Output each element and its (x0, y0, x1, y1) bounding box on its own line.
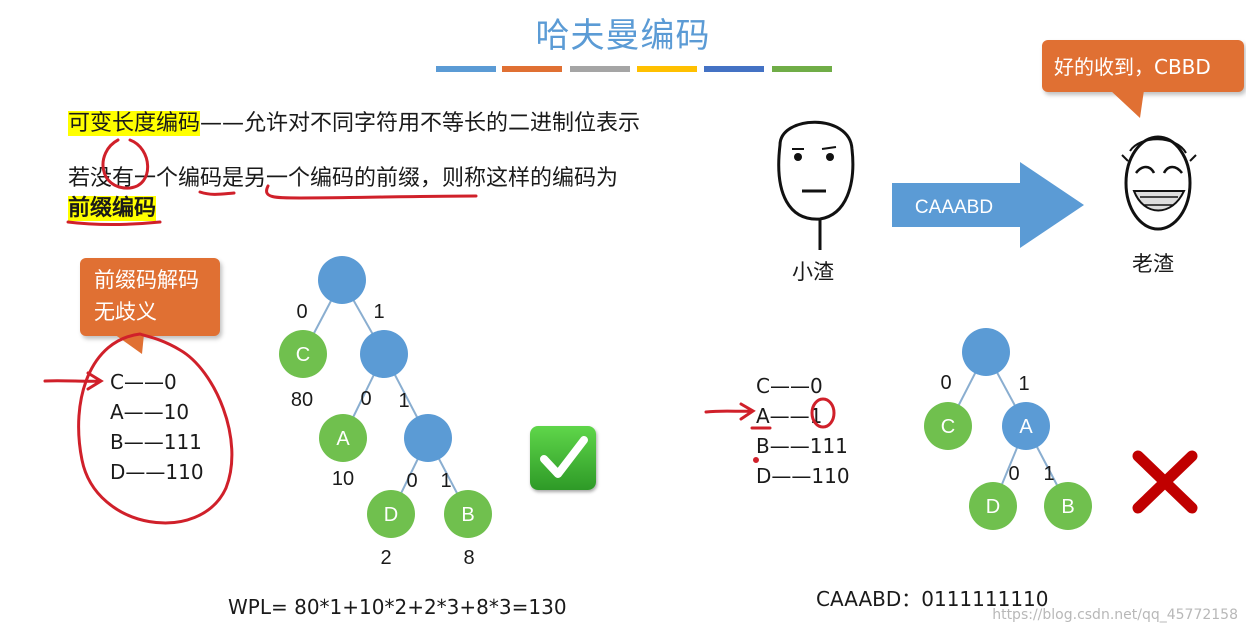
tree-node-root (318, 256, 366, 304)
tree-node-internal (360, 330, 408, 378)
edge-label: 1 (1018, 373, 1029, 395)
weight-label: 10 (332, 468, 354, 490)
weight-label: 80 (291, 389, 313, 411)
definition-text: ——允许对不同字符用不等长的二进制位表示 (200, 111, 641, 136)
wpl-formula: WPL= 80*1+10*2+2*3+8*3=130 (228, 595, 567, 619)
tree-leaf-b (1044, 482, 1092, 530)
leaf-label: C (296, 344, 310, 366)
watermark: https://blog.csdn.net/qq_45772158 (992, 607, 1238, 623)
annotation-circle-one (810, 397, 836, 429)
receiver-label: 老渣 (1132, 252, 1174, 276)
title-bar-orange (502, 66, 562, 72)
tree-node-a (1002, 402, 1050, 450)
annotation-underline-bianma (198, 190, 236, 196)
edge-label: 1 (1043, 463, 1054, 485)
code-b: B——111 (756, 434, 848, 458)
edge-label: 0 (360, 388, 371, 410)
title-bar-yellow (637, 66, 697, 72)
weight-label: 2 (380, 547, 391, 569)
code-d: D——110 (110, 460, 204, 484)
correct-check-icon (530, 426, 596, 490)
definition-term: 可变长度编码 (68, 111, 201, 136)
tree-leaf-b (444, 490, 492, 538)
edge-label: 0 (406, 470, 417, 492)
code-c: C——0 (756, 374, 823, 398)
wrong-x-icon (1132, 450, 1198, 514)
annotation-underline-term (66, 220, 162, 227)
weight-label: 8 (463, 547, 474, 569)
left-huffman-tree: C A D B 0 1 0 1 0 1 80 10 2 8 (279, 256, 492, 569)
callout-tail-right (1110, 90, 1144, 118)
right-huffman-tree: C A D B 0 1 0 1 (924, 328, 1092, 530)
tree-leaf-c (279, 330, 327, 378)
received-callout: 好的收到，CBBD (1042, 40, 1244, 92)
prefix-rule-line: 若没有一个编码是另一个编码的前缀，则称这样的编码为 (68, 166, 619, 191)
annotation-circle-meiyou (101, 138, 150, 190)
leaf-label: C (941, 416, 955, 438)
tree-node-internal (404, 414, 452, 462)
prefix-code-term: 前缀编码 (68, 196, 157, 221)
leaf-label: B (461, 504, 474, 526)
title-bar-blue (436, 66, 496, 72)
code-b: B——111 (110, 430, 202, 454)
edge-label: 0 (940, 372, 951, 394)
sender-label: 小渣 (792, 260, 834, 284)
edge-label: 0 (1008, 463, 1019, 485)
definition-line: 可变长度编码——允许对不同字符用不等长的二进制位表示 (68, 105, 640, 137)
left-code-list: C——0 A——10 B——111 D——110 (110, 367, 204, 487)
edge-label: 1 (398, 390, 409, 412)
tree-leaf-d (367, 490, 415, 538)
title-bar-darkblue (704, 66, 764, 72)
tree-leaf-a (319, 414, 367, 462)
code-d: D——110 (756, 464, 850, 488)
unambiguous-callout: 前缀码解码无歧义 (80, 258, 220, 336)
edge-label: 1 (440, 470, 451, 492)
arrow-label: CAAABD (915, 197, 993, 218)
tree-leaf-d (969, 482, 1017, 530)
node-label: A (1019, 416, 1033, 438)
page-title: 哈夫曼编码 (535, 16, 711, 56)
edge-label: 1 (373, 301, 384, 323)
annotation-arrow-left (43, 371, 104, 391)
tree-leaf-c (924, 402, 972, 450)
title-bar-green (772, 66, 832, 72)
leaf-label: A (336, 428, 350, 450)
title-bar-gray (570, 66, 630, 72)
transmit-arrow: CAAABD (892, 162, 1084, 248)
code-c: C——0 (110, 370, 177, 394)
encoded-message: CAAABD：0111111110 (816, 587, 1049, 611)
leaf-label: B (1061, 496, 1074, 518)
sender-face-icon (777, 120, 855, 250)
tree-node-root (962, 328, 1010, 376)
leaf-label: D (384, 504, 398, 526)
receiver-face-icon (1121, 135, 1197, 231)
code-a: A——10 (110, 400, 190, 424)
leaf-label: D (986, 496, 1000, 518)
annotation-underline-prefix (265, 184, 478, 200)
edge-label: 0 (296, 301, 307, 323)
annotation-dot (753, 457, 759, 463)
annotation-loop-codes (77, 332, 234, 525)
annotation-arrow-right (704, 402, 756, 421)
right-code-list: C——0 A——1 B——111 D——110 (756, 371, 850, 491)
